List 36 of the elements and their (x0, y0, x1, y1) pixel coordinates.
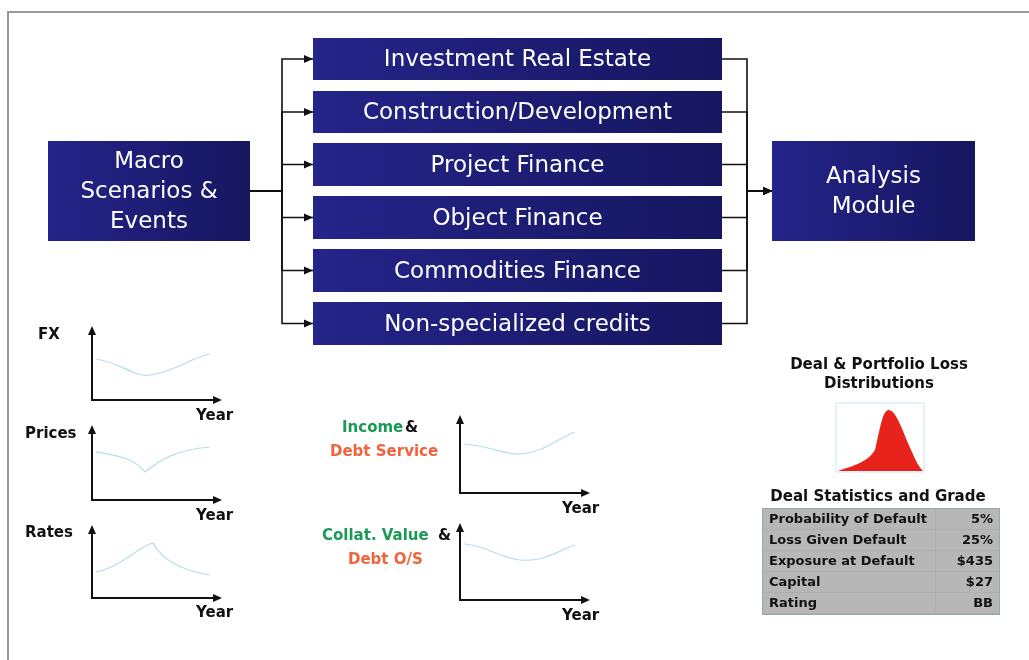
table-cell: Probability of Default (763, 509, 936, 529)
series-label: Debt O/S (348, 550, 423, 569)
arrow (721, 187, 773, 325)
process-box: Investment Real Estate (313, 38, 722, 80)
table-cell-text: $435 (955, 552, 994, 570)
axis-label: Year (196, 506, 234, 525)
table-cell-text: $27 (964, 573, 994, 591)
axis-label: Rates (25, 523, 73, 542)
chart-title: Deal & Portfolio Loss Distributions (790, 355, 968, 393)
axis-label: Prices (25, 424, 77, 443)
table-cell-text: 5% (969, 510, 994, 528)
process-box: Non-specialized credits (313, 302, 722, 345)
axis-label: Year (196, 406, 234, 425)
series-label: Collat. Value (322, 526, 429, 545)
process-box: Analysis Module (772, 141, 975, 241)
process-box: Commodities Finance (313, 249, 722, 292)
arrow (249, 190, 314, 328)
table-cell-text: 25% (960, 531, 994, 549)
axis-label: Year (562, 499, 600, 518)
table-cell: Rating (763, 593, 936, 613)
series-label: & (405, 418, 419, 437)
series-label: & (438, 526, 452, 545)
table-cell-text: BB (972, 594, 994, 612)
axis-label: Year (196, 603, 234, 622)
table-cell: Capital (763, 572, 936, 592)
series-label: Debt Service (330, 442, 439, 461)
series-label: Income (342, 418, 404, 437)
table-cell: Exposure at Default (763, 551, 936, 571)
process-box: Project Finance (313, 143, 722, 186)
table-cell: Loss Given Default (763, 530, 936, 550)
axis-label: FX (38, 325, 60, 344)
table-title: Deal Statistics and Grade (770, 487, 986, 506)
process-box: Macro Scenarios & Events (48, 141, 250, 241)
axis-label: Year (562, 606, 600, 625)
process-box: Object Finance (313, 196, 722, 239)
process-box: Construction/Development (313, 91, 722, 133)
